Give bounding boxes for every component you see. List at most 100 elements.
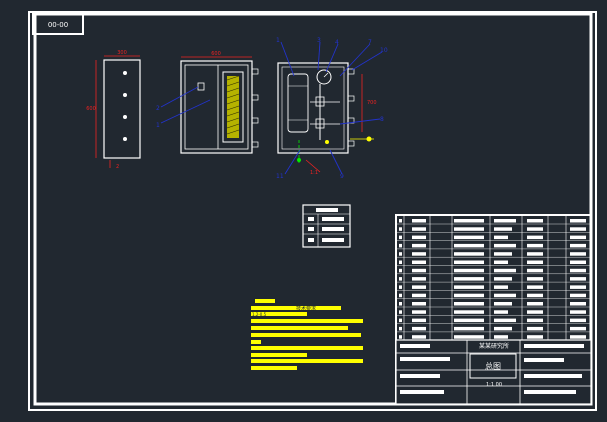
symbol-table — [302, 204, 351, 248]
parts-cell — [570, 219, 586, 223]
balloon-1: 1 — [276, 37, 280, 44]
parts-cell — [527, 268, 543, 273]
parts-cell — [527, 335, 543, 339]
parts-cell — [527, 326, 543, 331]
parts-cell — [412, 302, 426, 306]
side-bolt — [123, 137, 127, 141]
rear-view-inner — [281, 66, 345, 150]
parts-cell — [454, 293, 484, 298]
note-bar — [251, 333, 361, 337]
title-cell — [400, 357, 450, 361]
vent-pattern — [227, 76, 239, 138]
side-bolt — [123, 71, 127, 75]
parts-cell — [494, 260, 508, 264]
note-bar — [251, 359, 363, 363]
parts-cell — [399, 227, 402, 231]
valve — [315, 118, 325, 129]
parts-cell — [412, 318, 426, 323]
front-hinge — [251, 117, 259, 124]
symbol-table-cell — [322, 238, 344, 242]
parts-cell — [570, 260, 586, 264]
parts-cell — [454, 277, 484, 281]
dim-rear-bottom: 1:1 — [310, 170, 318, 176]
valve — [315, 96, 325, 107]
parts-cell — [412, 335, 426, 339]
parts-cell — [494, 310, 508, 314]
title-cell — [400, 390, 444, 394]
rear-view-body — [277, 62, 349, 154]
vent-hatch — [226, 75, 240, 135]
parts-cell — [527, 285, 543, 289]
axis-marker-dot — [297, 158, 301, 162]
side-bolt — [123, 115, 127, 119]
parts-cell — [494, 326, 512, 331]
rear-hinge — [347, 68, 355, 75]
note-bar — [251, 312, 307, 316]
front-view: 600 2 1 — [156, 51, 259, 154]
parts-cell — [494, 227, 512, 231]
parts-cell — [454, 227, 484, 231]
vent-panel — [222, 71, 244, 143]
note-bar — [251, 340, 261, 344]
parts-cell — [412, 227, 426, 231]
front-view-body — [180, 60, 253, 154]
parts-cell — [412, 326, 426, 331]
parts-cell — [527, 243, 543, 248]
parts-cell — [494, 335, 508, 339]
leader — [160, 99, 211, 124]
note-line-2: 1.2-0.5 — [252, 312, 267, 317]
parts-cell — [494, 219, 516, 223]
front-hinge — [251, 94, 259, 101]
parts-cell — [454, 219, 484, 223]
parts-cell — [527, 310, 543, 314]
parts-cell — [454, 318, 484, 323]
company-name: 某某研究所 — [479, 342, 509, 350]
parts-cell — [454, 268, 484, 273]
parts-cell — [412, 252, 426, 256]
note-line-1: 技术要求 — [296, 305, 316, 312]
symbol-table-cell — [308, 227, 314, 231]
parts-cell — [570, 235, 586, 240]
dim-side-width: 300 — [117, 50, 127, 56]
corner-tag: 00-00 — [48, 21, 68, 29]
rear-view: 700 1:1 1 3 4 7 10 8 11 9 — [276, 37, 388, 180]
parts-cell — [527, 252, 543, 256]
drawing-name-box — [469, 353, 517, 379]
parts-cell — [494, 243, 516, 248]
parts-cell — [527, 219, 543, 223]
side-view-body — [103, 59, 141, 159]
drawing-name: 总图 — [485, 361, 501, 371]
title-cell — [524, 344, 584, 348]
symbol-table-cell — [308, 238, 314, 242]
rear-hinge — [347, 140, 355, 147]
door-handle — [197, 82, 205, 91]
parts-cell — [494, 285, 508, 289]
parts-cell — [570, 293, 586, 298]
parts-cell — [399, 252, 402, 256]
parts-cell — [412, 219, 426, 223]
title-block: 总图 某某研究所 1:1 00 — [395, 214, 592, 405]
symbol-table-cell — [316, 208, 338, 212]
parts-cell — [570, 277, 586, 281]
parts-cell — [494, 277, 512, 281]
parts-cell — [399, 335, 402, 339]
parts-cell — [527, 235, 543, 240]
symbol-table-cell — [308, 217, 314, 221]
note-bar — [251, 319, 363, 323]
parts-cell — [412, 268, 426, 273]
parts-cell — [570, 318, 586, 323]
parts-cell — [399, 219, 402, 223]
parts-cell — [454, 235, 484, 240]
parts-cell — [570, 335, 586, 339]
balloon-front-b: 1 — [156, 122, 160, 129]
note-bar — [251, 326, 348, 330]
parts-cell — [527, 293, 543, 298]
gauge-icon — [316, 69, 332, 85]
parts-cell — [494, 268, 516, 273]
front-hinge — [251, 141, 259, 148]
parts-cell — [570, 252, 586, 256]
parts-cell — [527, 277, 543, 281]
parts-cell — [494, 235, 508, 240]
parts-cell — [570, 310, 586, 314]
